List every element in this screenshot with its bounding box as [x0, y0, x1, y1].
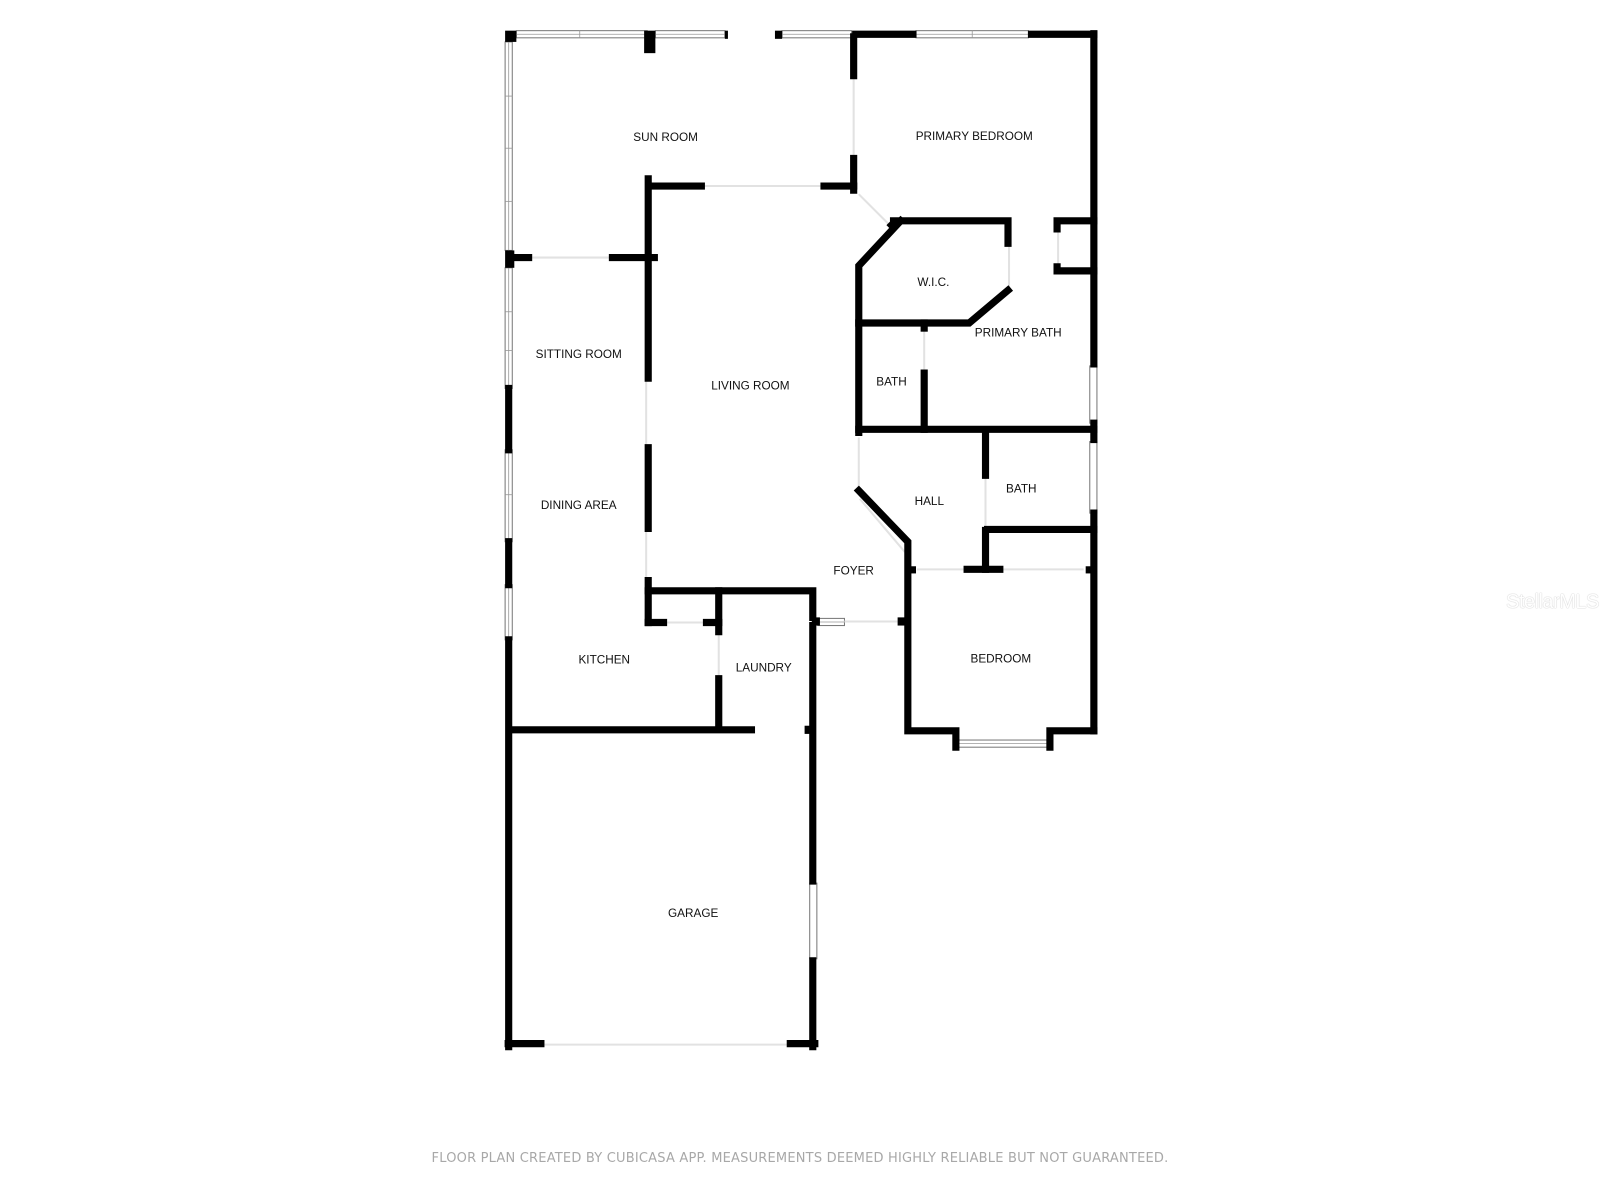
openings [529, 76, 1084, 1046]
room-label-garage: GARAGE [668, 907, 718, 920]
watermark-logo: StellarMLS [1506, 591, 1599, 613]
room-label-wic: W.I.C. [917, 276, 949, 289]
room-label-bath-1: BATH [876, 375, 906, 388]
room-label-dining-area: DINING AREA [541, 499, 617, 512]
room-label-hall: HALL [915, 495, 945, 508]
room-labels: SUN ROOM PRIMARY BEDROOM W.I.C. PRIMARY … [536, 130, 1062, 920]
room-label-primary-bath: PRIMARY BATH [975, 326, 1062, 339]
room-label-bath-2: BATH [1006, 483, 1036, 496]
room-label-primary-bedroom: PRIMARY BEDROOM [916, 130, 1033, 143]
room-label-foyer: FOYER [833, 564, 873, 577]
room-label-laundry: LAUNDRY [736, 662, 792, 675]
walls [504, 30, 1098, 1051]
room-label-kitchen: KITCHEN [578, 653, 630, 666]
room-label-living-room: LIVING ROOM [711, 379, 789, 392]
room-label-sun-room: SUN ROOM [633, 131, 698, 144]
room-label-bedroom: BEDROOM [970, 652, 1031, 665]
room-label-sitting-room: SITTING ROOM [536, 348, 622, 361]
footer-disclaimer: FLOOR PLAN CREATED BY CUBICASA APP. MEAS… [431, 1151, 1169, 1166]
